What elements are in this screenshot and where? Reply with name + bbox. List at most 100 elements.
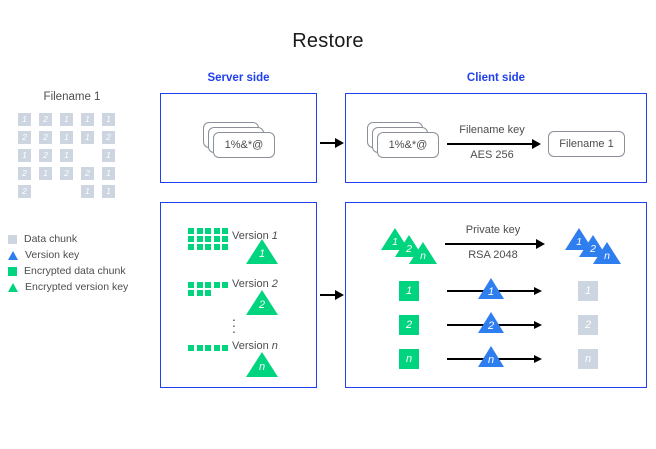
encrypted-version-key-cluster-2-label: n <box>420 250 426 262</box>
encrypted-chunk-cell <box>213 282 220 288</box>
data-chunk-cell: 2 <box>39 113 52 126</box>
data-chunk-cell: 1 <box>60 149 73 162</box>
filename-decrypt-arrow-head <box>532 139 541 149</box>
data-chunk-cell: 2 <box>102 131 115 144</box>
encrypted-version-key-1-label: 2 <box>258 299 266 311</box>
data-chunk-cell: 1 <box>102 113 115 126</box>
encrypted-chunk-cell <box>196 244 203 250</box>
encrypted-chunk-cell <box>222 228 228 234</box>
data-chunk-cell: 2 <box>39 149 52 162</box>
document-front: 1%&*@ <box>377 132 439 158</box>
encrypted-chunk-cell <box>188 282 194 288</box>
legend-item-1: Version key <box>6 247 128 263</box>
encrypted-chunk-cell <box>188 290 194 296</box>
encrypted-chunk-cell <box>213 244 220 250</box>
version-key-cluster-2 <box>593 242 621 264</box>
legend-item-label: Encrypted version key <box>25 281 129 293</box>
encrypted-chunk-grid-1 <box>188 282 231 298</box>
data-chunk-cell: 1 <box>102 149 115 162</box>
legend-item-2: Encrypted data chunk <box>6 263 128 279</box>
encrypted-chunk-grid-2 <box>188 345 231 353</box>
legend-item-label: Encrypted data chunk <box>24 265 126 277</box>
version-key-1 <box>478 312 504 333</box>
triangle-icon <box>8 282 18 292</box>
encrypted-chunk-cell <box>205 244 211 250</box>
encrypted-chunk-cell <box>222 345 228 351</box>
encrypted-chunk-cell <box>188 236 194 242</box>
data-chunk-1: 2 <box>578 315 598 335</box>
encrypted-chunk-grid-0 <box>188 228 231 252</box>
encrypted-chunk-row <box>188 282 231 290</box>
server-to-client-arrow-bottom-head <box>335 290 344 300</box>
ellipsis-dot: . <box>232 308 236 324</box>
decrypt-arrow-head-1 <box>534 320 542 329</box>
encrypted-chunk-cell <box>222 282 228 288</box>
aes-256-label: AES 256 <box>470 149 514 161</box>
legend-item-label: Data chunk <box>24 233 78 245</box>
encrypted-chunk-cell <box>205 290 211 296</box>
key-decrypt-arrow-head <box>536 239 545 249</box>
version-key-2-label: n <box>487 354 495 366</box>
legend-item-0: Data chunk <box>6 231 128 247</box>
encrypted-chunk-cell <box>188 228 194 234</box>
encrypted-chunk-cell <box>222 244 228 250</box>
server-side-header: Server side <box>207 72 270 84</box>
encrypted-version-key-0-label: 1 <box>258 248 266 260</box>
data-chunk-cell: 2 <box>18 131 31 144</box>
server-to-client-arrow-bottom-line <box>320 294 336 296</box>
ellipsis-dot: . <box>232 320 236 336</box>
square-icon <box>8 234 17 244</box>
encrypted-chunk-row <box>188 345 231 353</box>
encrypted-version-key-0 <box>246 239 278 264</box>
encrypted-chunk-cell <box>222 236 228 242</box>
client-side-header: Client side <box>466 72 526 84</box>
encrypted-data-chunk-1: 2 <box>399 315 419 335</box>
data-chunk-cell: 2 <box>81 167 94 180</box>
version-key-2 <box>478 346 504 367</box>
filename-decrypt-arrow-line <box>447 143 533 145</box>
legend-item-3: Encrypted version key <box>6 279 128 295</box>
triangle-icon <box>8 250 18 260</box>
encrypted-chunk-cell <box>188 244 194 250</box>
encrypted-chunk-cell <box>196 345 203 351</box>
data-chunk-cell: 1 <box>60 131 73 144</box>
version-index: 2 <box>271 278 278 290</box>
version-key-0 <box>478 278 504 299</box>
encrypted-version-key-2-label: n <box>258 361 266 373</box>
data-chunk-cell: 1 <box>39 167 52 180</box>
encrypted-chunk-cell <box>196 290 203 296</box>
version-index: 1 <box>271 230 278 242</box>
encrypted-chunk-row <box>188 290 231 298</box>
encrypted-chunk-cell <box>196 282 203 288</box>
encrypted-version-key-1 <box>246 290 278 315</box>
legend-item-label: Version key <box>25 249 80 261</box>
ellipsis-dot: . <box>232 314 236 330</box>
version-key-0-label: 1 <box>487 286 495 298</box>
encrypted-data-chunk-2: n <box>399 349 419 369</box>
key-decrypt-arrow-line <box>445 243 537 245</box>
encrypted-chunk-row <box>188 236 231 244</box>
encrypted-version-key-2 <box>246 352 278 377</box>
page-title: Restore <box>292 30 364 52</box>
encrypted-chunk-row <box>188 228 231 236</box>
encrypted-chunk-cell <box>196 236 203 242</box>
encrypted-chunk-cell <box>188 345 194 351</box>
data-chunk-cell: 2 <box>18 185 31 198</box>
data-chunk-cell: 1 <box>81 113 94 126</box>
encrypted-chunk-empty <box>222 290 228 296</box>
encrypted-chunk-cell <box>213 345 220 351</box>
rsa-2048-label: RSA 2048 <box>468 249 518 261</box>
square-icon <box>8 266 17 276</box>
version-index: n <box>271 340 278 352</box>
document-front: 1%&*@ <box>213 132 275 158</box>
data-chunk-cell: 2 <box>39 131 52 144</box>
filename-label: Filename 1 <box>43 91 101 103</box>
encrypted-chunk-cell <box>205 228 211 234</box>
encrypted-data-chunk-0: 1 <box>399 281 419 301</box>
data-chunk-cell: 1 <box>18 113 31 126</box>
